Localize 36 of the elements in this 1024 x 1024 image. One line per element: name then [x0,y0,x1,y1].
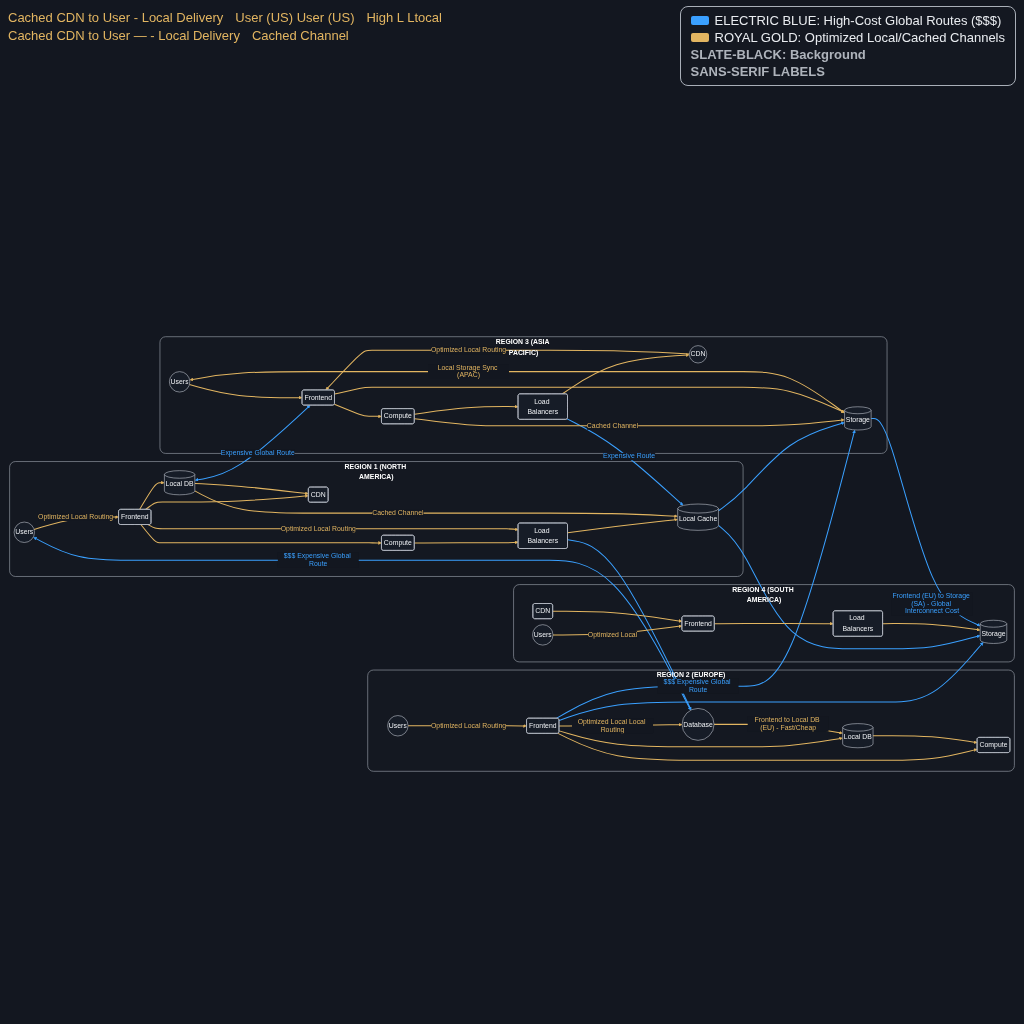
arrow [140,524,382,545]
arrow [325,349,690,391]
arrow [558,642,984,721]
arrow [194,482,309,496]
arrow [33,537,691,711]
legend-text: SANS-SERIF LABELS [690,64,825,79]
arrow [872,735,978,744]
arrow [194,405,311,482]
annotation-text: High L Ltocal [366,10,442,25]
arrow [717,421,845,512]
arrow [566,418,684,506]
arrow [717,524,981,650]
arrow [557,732,978,761]
arrow [333,403,382,419]
annotation-text: Cached CDN to User - Local Delivery [8,10,224,25]
arrow [188,384,303,400]
arrow [194,490,678,518]
arrow [552,610,683,623]
arrow [714,621,834,626]
arrow [139,480,165,510]
annotation-text: User (US) User (US) [235,10,355,25]
arrow [870,417,981,627]
arrow [567,518,678,534]
annotation-text: Cached CDN to User — - Local Delivery [8,28,240,43]
arrow [189,371,845,414]
arrow [413,404,519,415]
legend-text: SLATE-BLACK: Background [690,47,866,62]
arrow [145,494,309,510]
arrow [882,623,981,632]
legend-text: ELECTRIC BLUE: High-Cost Global Routes ($$$) [714,13,1002,28]
arrow [555,429,856,719]
arrow [567,539,692,711]
arrow [413,540,519,545]
arrow [558,730,843,748]
annotation-text: Cached Channel [251,28,349,43]
legend-text: ROYAL GOLD: Optimized Local/Cached Channels [714,30,1005,45]
